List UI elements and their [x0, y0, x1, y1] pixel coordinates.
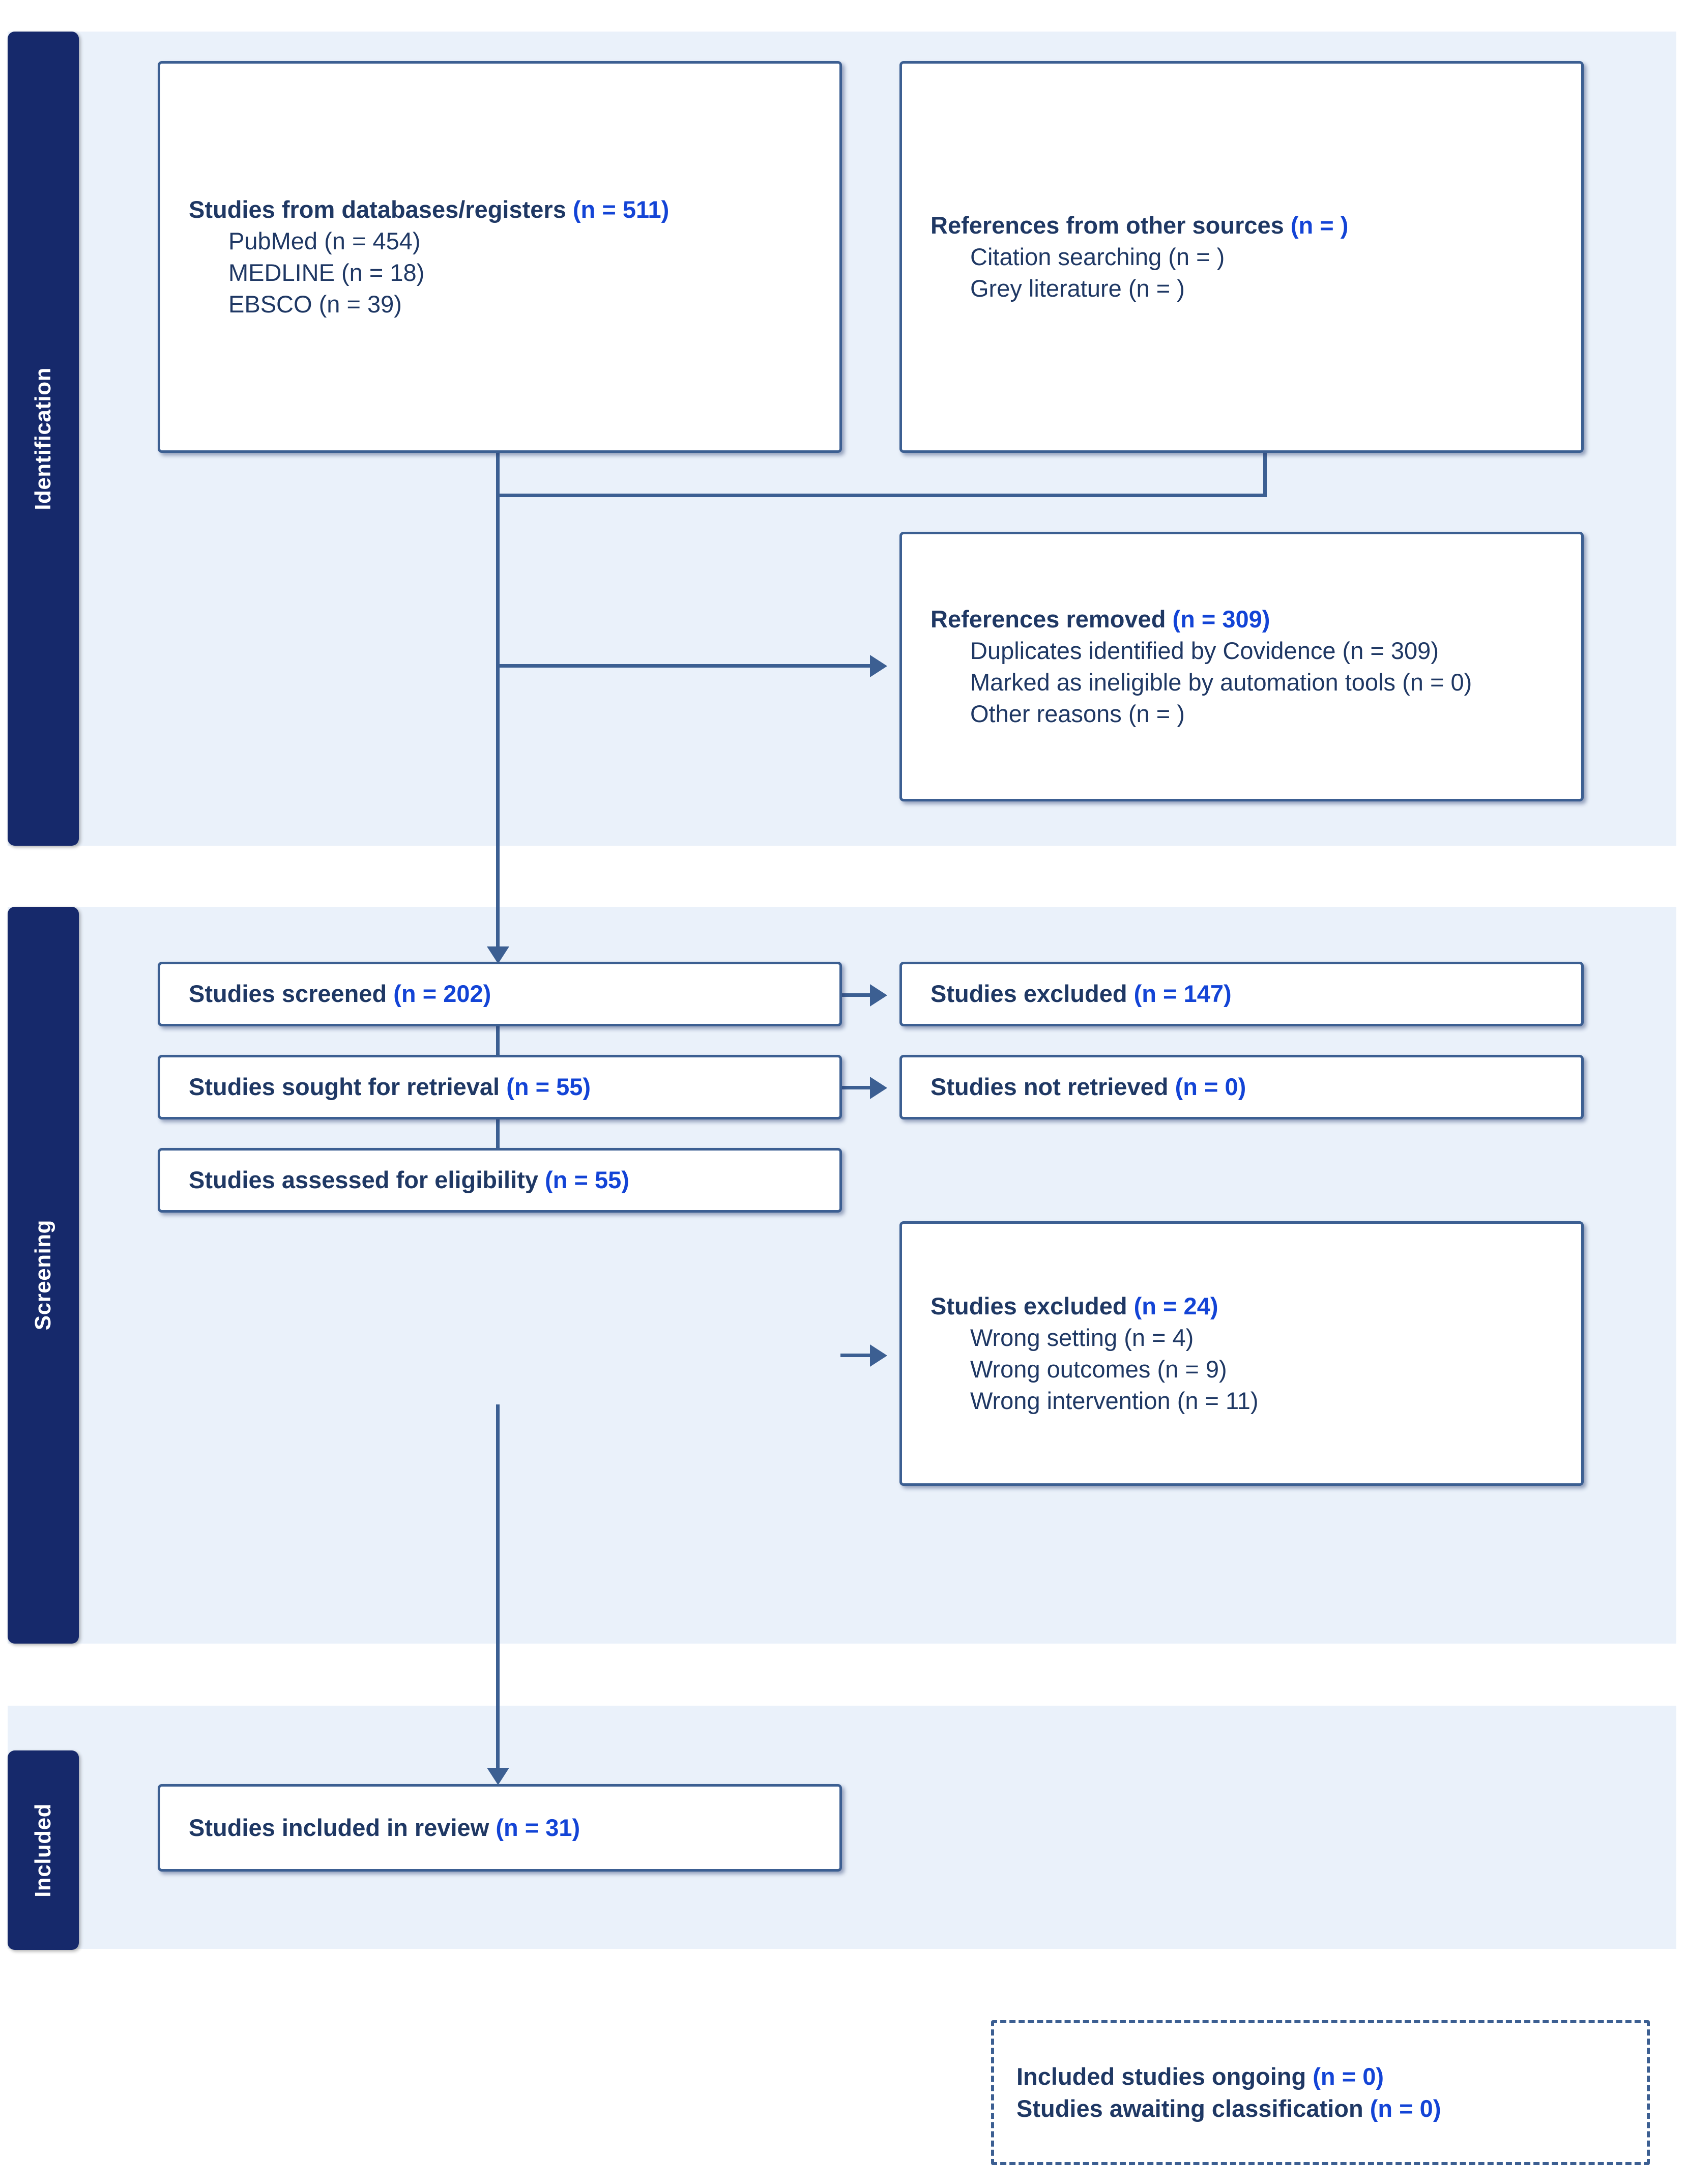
connector-sought-to-assessed [496, 1119, 500, 1163]
box-studies-included-in-review: Studies included in review (n = 31) [158, 1784, 842, 1872]
stage-bar-identification: Identification [8, 32, 79, 846]
databases-item-ebsco: EBSCO (n = 39) [228, 291, 402, 318]
excluded-item-wrong-outcomes: Wrong outcomes (n = 9) [970, 1356, 1227, 1383]
other-sources-title: References from other sources (n = ) [930, 211, 1349, 239]
studies-screened-title: Studies screened (n = 202) [189, 980, 491, 1008]
box-studies-sought-for-retrieval: Studies sought for retrieval (n = 55) [158, 1055, 842, 1119]
databases-title-text: Studies from databases/registers [189, 195, 566, 223]
arrow-right-to-studies-excluded-24 [870, 1344, 887, 1367]
connector-databases-down [496, 453, 500, 497]
references-removed-title: References removed (n = 309) [930, 605, 1270, 633]
arrow-right-to-studies-excluded-147 [870, 984, 887, 1007]
references-removed-item-other: Other reasons (n = ) [970, 700, 1185, 728]
box-studies-excluded-screened: Studies excluded (n = 147) [899, 962, 1584, 1026]
arrow-right-to-studies-not-retrieved [870, 1077, 887, 1099]
other-sources-item-grey-literature: Grey literature (n = ) [970, 275, 1185, 302]
studies-sought-title: Studies sought for retrieval (n = 55) [189, 1073, 591, 1101]
stage-bar-included: Included [8, 1750, 79, 1950]
studies-not-retrieved-title: Studies not retrieved (n = 0) [930, 1073, 1246, 1101]
other-sources-item-citation-searching: Citation searching (n = ) [970, 243, 1225, 270]
connector-screened-to-excluded [840, 993, 872, 997]
databases-item-medline: MEDLINE (n = 18) [228, 259, 425, 286]
included-studies-ongoing: Included studies ongoing (n = 0) [1016, 2063, 1384, 2090]
studies-included-title: Studies included in review (n = 31) [189, 1814, 580, 1841]
references-removed-item-duplicates: Duplicates identified by Covidence (n = … [970, 637, 1439, 664]
excluded-item-wrong-intervention: Wrong intervention (n = 11) [970, 1387, 1259, 1415]
references-removed-item-automation: Marked as ineligible by automation tools… [970, 669, 1472, 696]
box-references-other-sources: References from other sources (n = ) Cit… [899, 61, 1584, 453]
studies-awaiting-classification: Studies awaiting classification (n = 0) [1016, 2094, 1441, 2122]
connector-to-references-removed [496, 664, 872, 668]
connector-assessed-to-excluded [840, 1354, 872, 1357]
connector-merge-horizontal [496, 494, 1267, 497]
databases-title-count: (n = 511) [572, 195, 670, 223]
box-studies-assessed-for-eligibility: Studies assessed for eligibility (n = 55… [158, 1148, 842, 1213]
box-studies-not-retrieved: Studies not retrieved (n = 0) [899, 1055, 1584, 1119]
box-ongoing-awaiting: Included studies ongoing (n = 0) Studies… [991, 2020, 1650, 2165]
studies-assessed-title: Studies assessed for eligibility (n = 55… [189, 1166, 629, 1194]
box-references-removed: References removed (n = 309) Duplicates … [899, 532, 1584, 801]
connector-other-sources-down [1263, 453, 1267, 497]
box-studies-from-databases: Studies from databases/registers (n = 51… [158, 61, 842, 453]
databases-title: Studies from databases/registers (n = 51… [189, 194, 827, 225]
connector-screened-to-sought [496, 1026, 500, 1070]
stage-label-identification: Identification [31, 367, 55, 510]
excluded-item-wrong-setting: Wrong setting (n = 4) [970, 1324, 1194, 1351]
connector-sought-to-not-retrieved [840, 1086, 872, 1089]
box-studies-excluded-eligibility: Studies excluded (n = 24) Wrong setting … [899, 1221, 1584, 1486]
studies-excluded-screened-title: Studies excluded (n = 147) [930, 980, 1232, 1008]
stage-bar-screening: Screening [8, 907, 79, 1644]
stage-label-screening: Screening [31, 1220, 55, 1331]
arrow-down-to-screened [487, 946, 509, 964]
connector-trunk-to-screened [496, 494, 500, 954]
box-studies-screened: Studies screened (n = 202) [158, 962, 842, 1026]
arrow-right-to-references-removed [870, 655, 887, 677]
studies-excluded-eligibility-title: Studies excluded (n = 24) [930, 1292, 1218, 1319]
connector-assessed-to-included [496, 1404, 500, 1774]
stage-label-included: Included [31, 1803, 55, 1898]
arrow-down-to-included [487, 1768, 509, 1785]
databases-item-pubmed: PubMed (n = 454) [228, 227, 421, 254]
